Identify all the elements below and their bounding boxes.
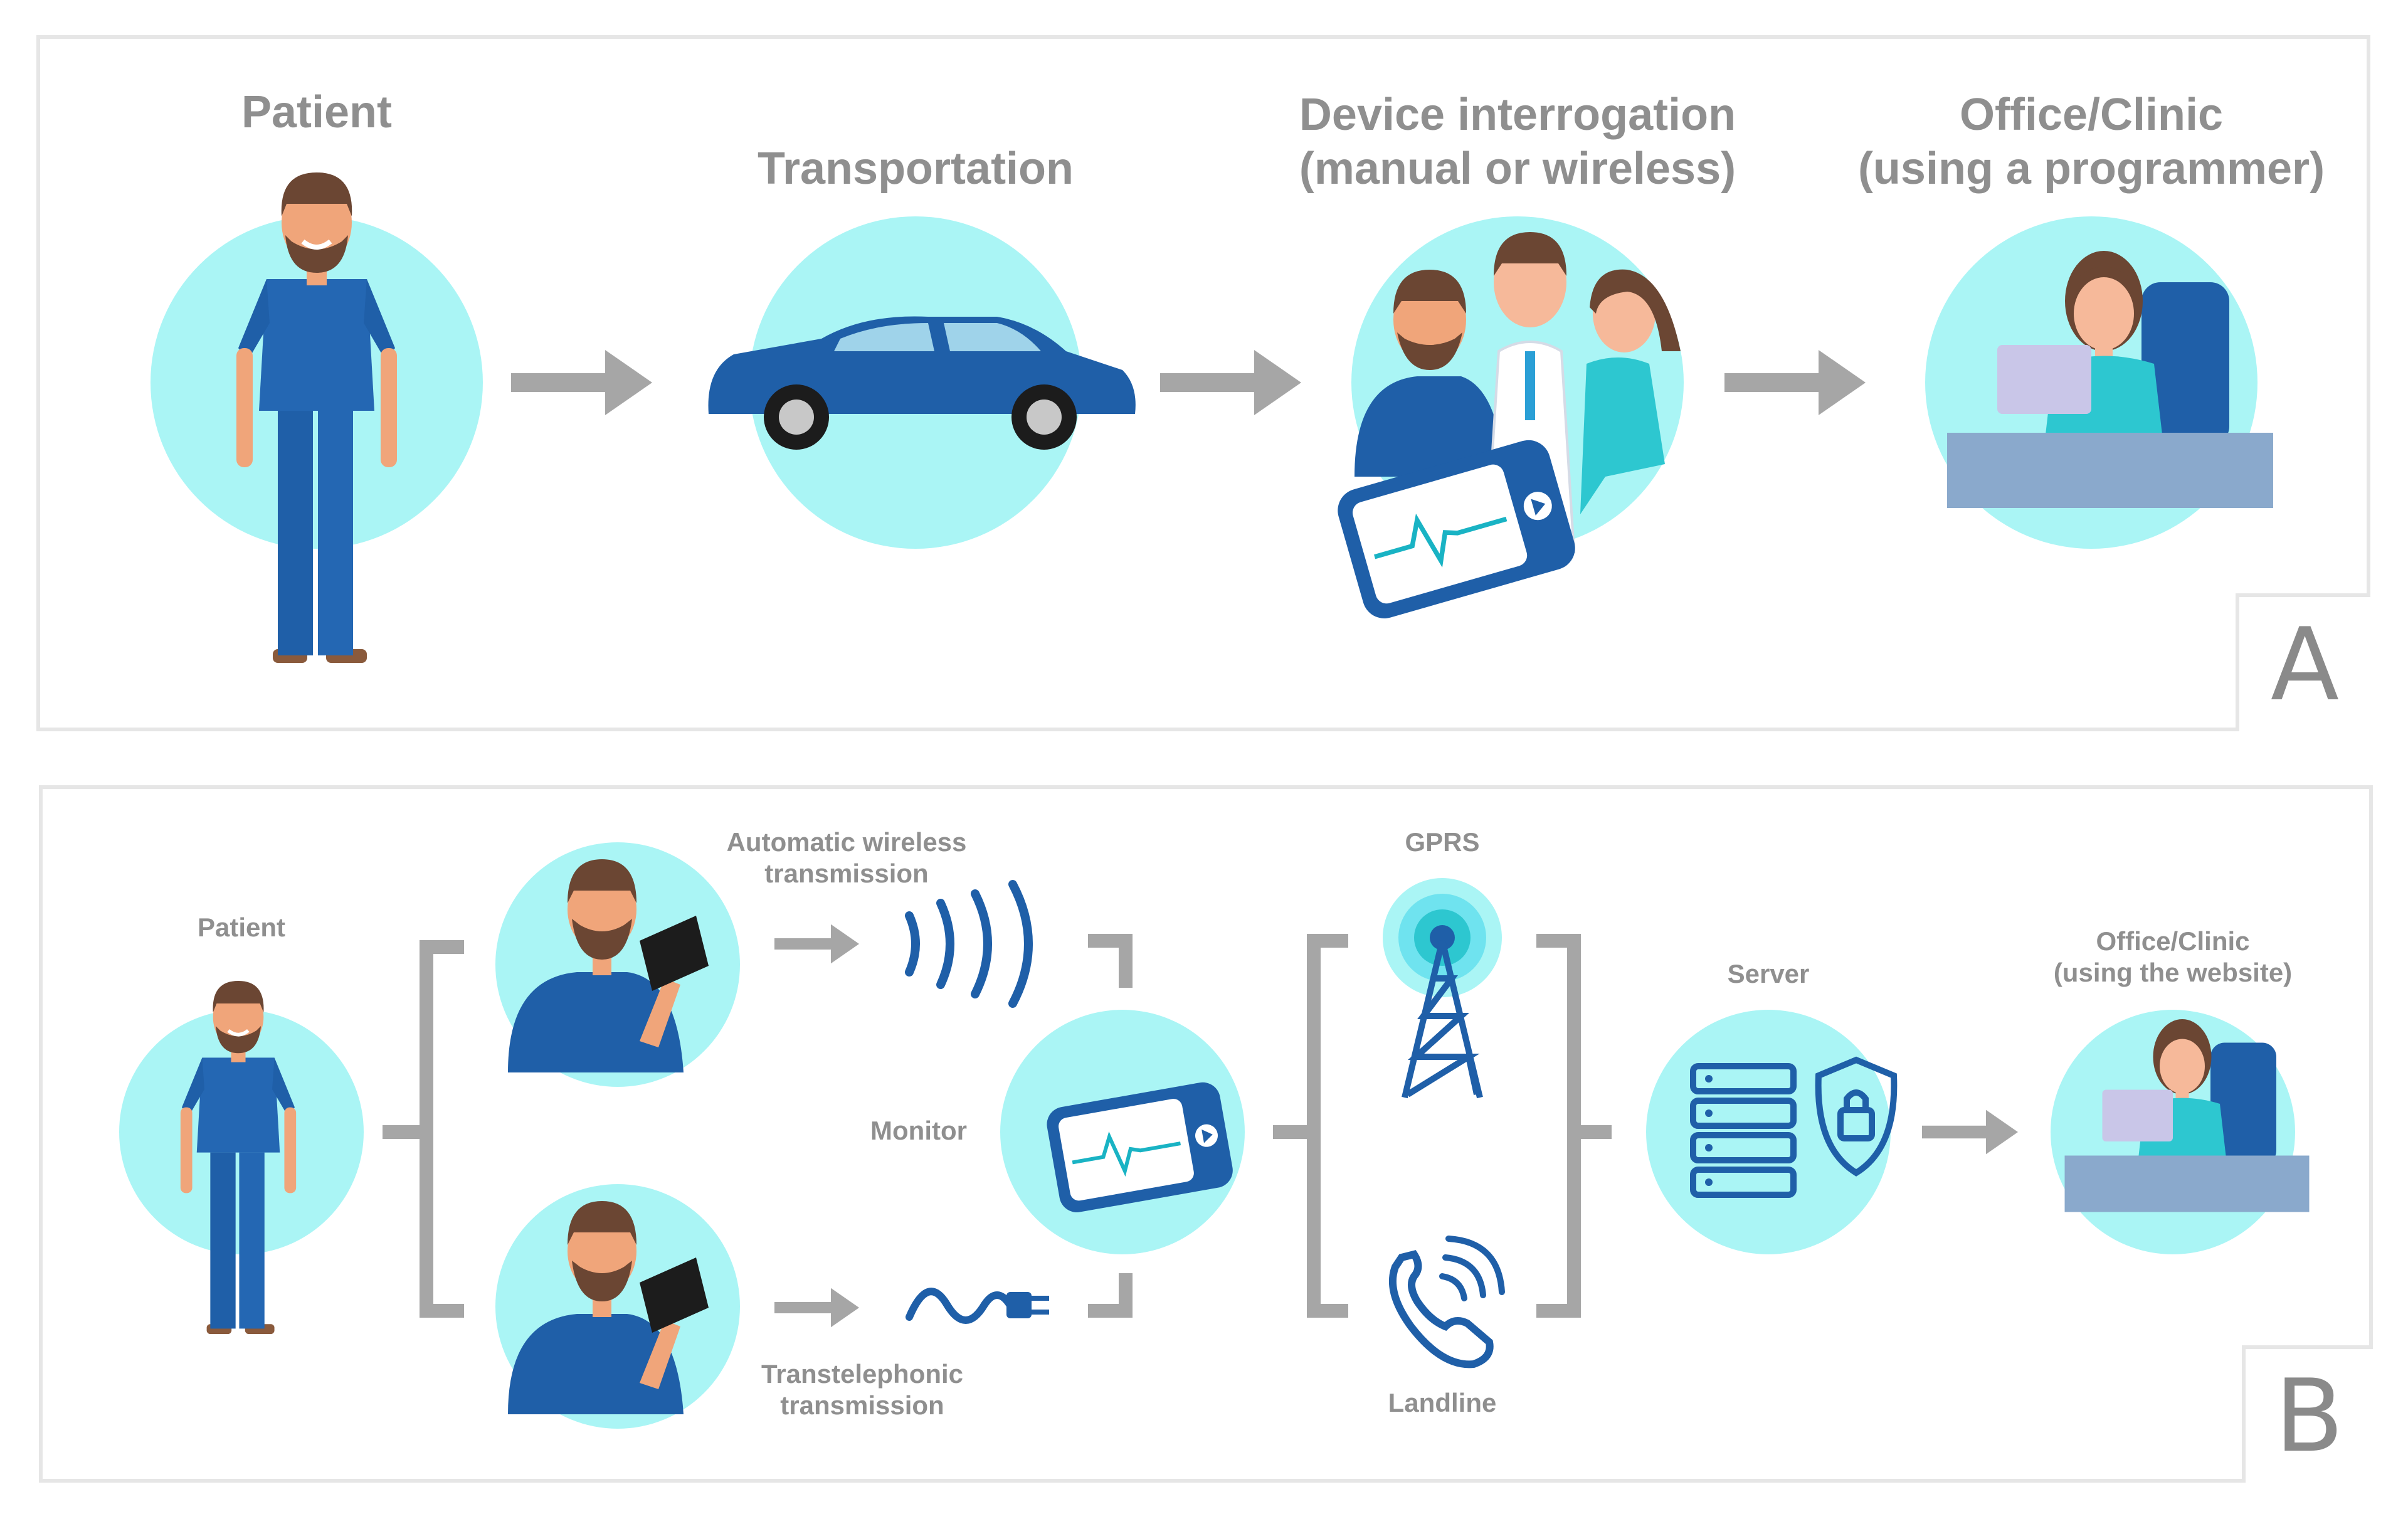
phone-icon <box>1388 1236 1505 1368</box>
server-shield-icon <box>1690 1056 1898 1198</box>
arrow-a2 <box>1160 350 1301 415</box>
arrow-a3 <box>1724 350 1866 415</box>
reader-icon-top <box>508 859 709 1072</box>
monitor-label: Monitor <box>870 1116 967 1145</box>
arrow-b2 <box>774 1288 859 1328</box>
office-label-b-1: Office/Clinic <box>2096 926 2250 956</box>
wireless-waves-icon <box>905 880 1033 1008</box>
patient-label-a: Patient <box>241 87 393 137</box>
cell-tower-icon <box>1383 878 1502 1099</box>
landline-label: Landline <box>1388 1388 1497 1417</box>
office-label-a-2: (using a programmer) <box>1857 144 2325 194</box>
server-label: Server <box>1727 959 1810 988</box>
interrogation-label-2: (manual or wireless) <box>1299 144 1736 194</box>
panel-b-badge: B <box>2242 1345 2373 1483</box>
panel-a-badge: A <box>2236 593 2370 731</box>
clinic-staff-icon-b <box>2064 1019 2310 1212</box>
transtel-label-2: transmission <box>780 1390 944 1420</box>
wireless-label-1: Automatic wireless <box>726 827 967 857</box>
wireless-label-2: transmission <box>764 859 929 888</box>
transtel-label-1: Transtelephonic <box>761 1359 964 1389</box>
reader-icon-bottom <box>508 1201 709 1414</box>
patient-label-b: Patient <box>197 913 286 942</box>
plug-cable-icon <box>906 1288 1049 1324</box>
gprs-label: GPRS <box>1405 827 1480 857</box>
transportation-label: Transportation <box>757 144 1074 194</box>
person-icon <box>236 172 397 663</box>
bracket-network <box>1273 934 1612 1318</box>
arrow-b1 <box>774 924 859 964</box>
person-icon-b <box>181 981 296 1334</box>
car-icon <box>708 316 1136 450</box>
arrow-a1 <box>511 350 652 415</box>
office-label-a-1: Office/Clinic <box>1959 90 2224 140</box>
arrow-b3 <box>1922 1109 2018 1155</box>
interrogation-label-1: Device interrogation <box>1299 90 1736 140</box>
bracket-monitor <box>1088 934 1133 1318</box>
bracket-left <box>383 940 464 1318</box>
office-label-b-2: (using the website) <box>2053 958 2293 987</box>
monitor-device-icon-b <box>1044 1079 1235 1215</box>
clinic-staff-icon-a <box>1947 251 2273 508</box>
